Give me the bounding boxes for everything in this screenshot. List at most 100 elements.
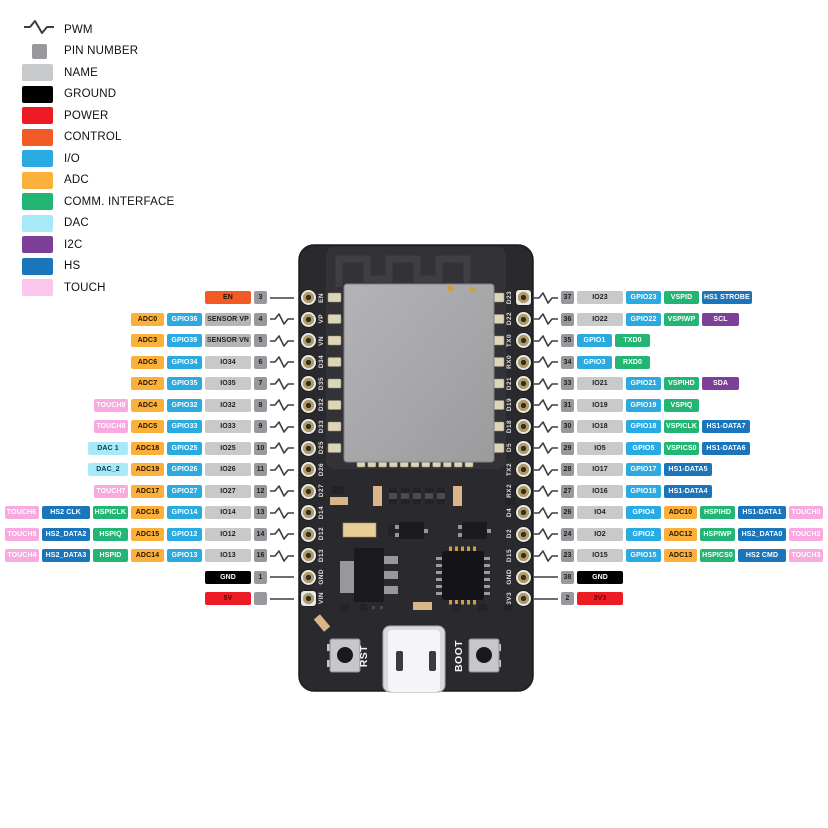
pin-row-left: 5V	[205, 592, 294, 605]
pin-label-box: IO4	[577, 506, 623, 519]
pin-label-box: EN	[205, 291, 251, 304]
legend-item: POWER	[22, 105, 174, 127]
power-color-swatch	[22, 107, 53, 125]
pwm-icon	[270, 527, 294, 541]
pin-label-box: HS2_DATA2	[42, 527, 90, 541]
line-icon	[270, 570, 294, 584]
pin-label-box: IO2	[577, 527, 623, 541]
pin-label-box: HSPID	[93, 549, 128, 562]
pin-label-box: DAC_2	[88, 463, 128, 476]
pwm-icon	[22, 18, 56, 41]
pin-label-box: TXD0	[615, 334, 650, 347]
through-hole	[515, 526, 531, 542]
legend-swatch-cell	[22, 18, 56, 41]
module-shield	[343, 283, 495, 463]
legend-item-label: DAC	[64, 217, 89, 230]
silkscreen-text: D12	[317, 527, 325, 541]
pwm-icon	[270, 355, 294, 369]
pin-label-box: HSPIHD	[700, 506, 735, 519]
rst-button[interactable]	[327, 638, 361, 673]
pin-label-box: ADC17	[131, 484, 164, 498]
pin-number-box: 37	[561, 291, 574, 304]
silkscreen-label: D14	[313, 502, 329, 524]
pin-label-box: ADC12	[664, 527, 697, 541]
legend-item: NAME	[22, 62, 174, 84]
through-hole	[515, 397, 531, 413]
silkscreen-label: D12	[313, 523, 329, 545]
pin-label-box: IO21	[577, 377, 623, 390]
pin-label-box: GPIO18	[626, 420, 661, 433]
through-hole	[515, 591, 531, 606]
legend-swatch-cell	[22, 193, 56, 211]
legend-item: PWM	[22, 19, 174, 41]
silkscreen-label: VIN	[313, 588, 329, 610]
pin-label-box: VSPIWP	[664, 312, 699, 326]
pin-label-box: GPIO19	[626, 398, 661, 412]
pin-label-box: HS1-DATA1	[738, 506, 786, 519]
legend-item-label: I/O	[64, 152, 80, 165]
silkscreen-label: D5	[501, 437, 517, 459]
pin-number-box: 5	[254, 334, 267, 347]
rst-button-label: RST	[356, 639, 371, 673]
silkscreen-label: D23	[501, 287, 517, 309]
legend-swatch-cell	[22, 214, 56, 232]
legend-swatch-cell	[22, 236, 56, 254]
silkscreen-label: VN	[313, 330, 329, 352]
pin-label-box: ADC19	[131, 463, 164, 476]
pin-label-box: HSPICLK	[92, 506, 128, 519]
silkscreen-text: D23	[505, 290, 513, 305]
pin-number-box: 33	[561, 377, 574, 390]
pin-label-box: IO16	[577, 484, 623, 498]
pwm-icon	[534, 527, 558, 541]
legend-item-label: NAME	[64, 66, 99, 79]
pin-label-box: HS2 CMD	[738, 549, 786, 562]
usb-connector[interactable]	[382, 625, 446, 693]
pin-label-box: IO15	[577, 549, 623, 562]
through-hole	[515, 440, 531, 456]
pin-label-box: RXD0	[615, 355, 650, 369]
pin-label-box: GPIO32	[167, 398, 202, 412]
pin-label-box: IO5	[577, 441, 623, 455]
pin-label-box: ADC16	[131, 506, 164, 519]
through-hole	[515, 290, 531, 305]
pin-label-box: TOUCH6	[4, 506, 39, 519]
pin-label-box: VSPICS0	[664, 441, 699, 455]
legend-swatch-cell	[22, 64, 56, 82]
pin-label-box: GPIO23	[626, 291, 661, 304]
boot-button[interactable]	[468, 638, 501, 673]
shield-pin-dot	[470, 287, 475, 292]
pin-label-box: ADC18	[131, 441, 164, 455]
pin-label-box: SENSOR VN	[204, 334, 251, 347]
pin-label-box: GPIO33	[167, 420, 202, 433]
pin-number-box: 10	[254, 441, 267, 455]
legend-item: PIN NUMBER	[22, 41, 174, 63]
through-hole	[300, 548, 316, 563]
legend-item: COMM. INTERFACE	[22, 191, 174, 213]
line-icon	[270, 592, 294, 606]
pin-label-box: GPIO35	[167, 377, 202, 390]
transistor	[395, 522, 428, 539]
silkscreen-text: D35	[317, 376, 325, 391]
legend-item-label: TOUCH	[64, 281, 106, 294]
legend-item: I2C	[22, 234, 174, 256]
through-hole	[515, 483, 531, 499]
pin-label-box: TOUCH7	[94, 484, 128, 498]
through-hole	[515, 548, 531, 563]
silkscreen-text: GND	[317, 569, 325, 585]
silkscreen-text: VIN	[317, 592, 325, 605]
through-hole	[300, 397, 316, 413]
through-hole	[300, 569, 316, 585]
pwm-icon	[270, 484, 294, 498]
pin-label-box: GPIO36	[167, 312, 202, 326]
through-hole	[300, 462, 316, 477]
pin-label-box: TOUCH3	[789, 549, 823, 562]
smd-component	[330, 497, 348, 505]
transistor	[458, 522, 491, 539]
touch-color-swatch	[22, 279, 53, 297]
boot-button-label: BOOT	[451, 639, 466, 673]
